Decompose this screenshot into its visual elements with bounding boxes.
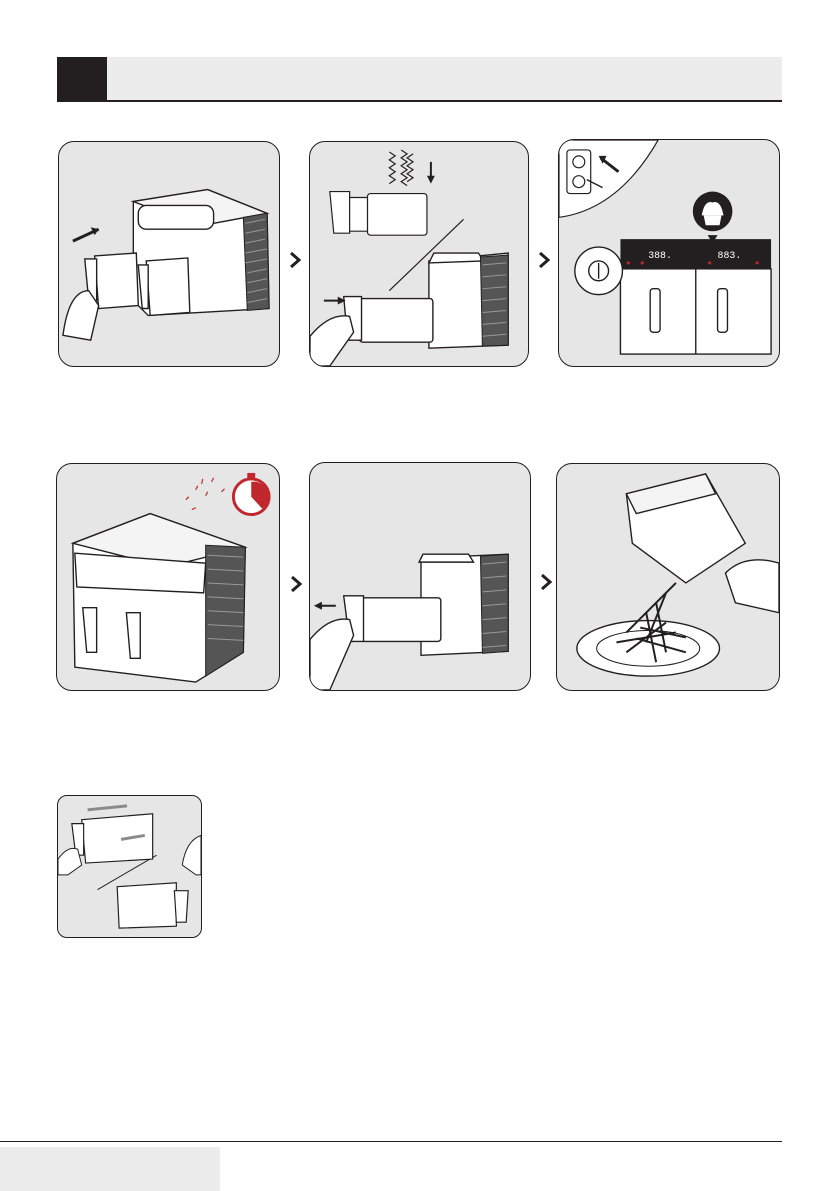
step-serve-food-panel (556, 463, 780, 691)
textured-side-panel (206, 545, 246, 676)
arrow-icon (427, 176, 435, 184)
header-rule (57, 100, 782, 102)
arrow-icon (314, 602, 322, 610)
airfryer-insert-illustration (59, 142, 279, 366)
step-load-food-panel (309, 141, 529, 367)
hand-with-tongs (182, 835, 201, 874)
step-power-and-program-panel: 388. 883. (558, 139, 780, 367)
hand (725, 560, 779, 613)
shake-arrow-icon (88, 806, 127, 810)
section-header-bar (57, 57, 782, 101)
footer-rule (0, 1141, 782, 1142)
chevron-right-icon (290, 575, 304, 593)
step-cooking-timer-panel (56, 463, 280, 691)
right-timer-readout: 883. (718, 250, 742, 261)
step-remove-drawer-panel (309, 462, 531, 691)
hand (310, 316, 354, 366)
footer-page-box (0, 1147, 220, 1191)
chevron-right-icon (289, 251, 303, 269)
socket-icon (567, 150, 591, 194)
tip-shake-and-turn-panel (57, 795, 202, 938)
stopwatch-icon (233, 473, 269, 515)
chevron-right-icon (540, 573, 554, 591)
muffin-icon (693, 192, 733, 244)
textured-side-panel (480, 554, 508, 653)
hand (310, 619, 354, 690)
hand (58, 848, 82, 875)
airfryer-front (620, 269, 771, 354)
step-insert-baskets-panel (58, 141, 280, 367)
steam-marks (186, 478, 225, 510)
tilted-basket (626, 474, 745, 583)
left-timer-readout: 388. (648, 250, 672, 261)
chevron-right-icon (538, 251, 552, 269)
textured-side-panel (480, 255, 508, 346)
section-number-box (57, 57, 107, 101)
control-panel (620, 239, 771, 269)
hand (63, 291, 99, 341)
textured-side-panel (243, 213, 269, 310)
